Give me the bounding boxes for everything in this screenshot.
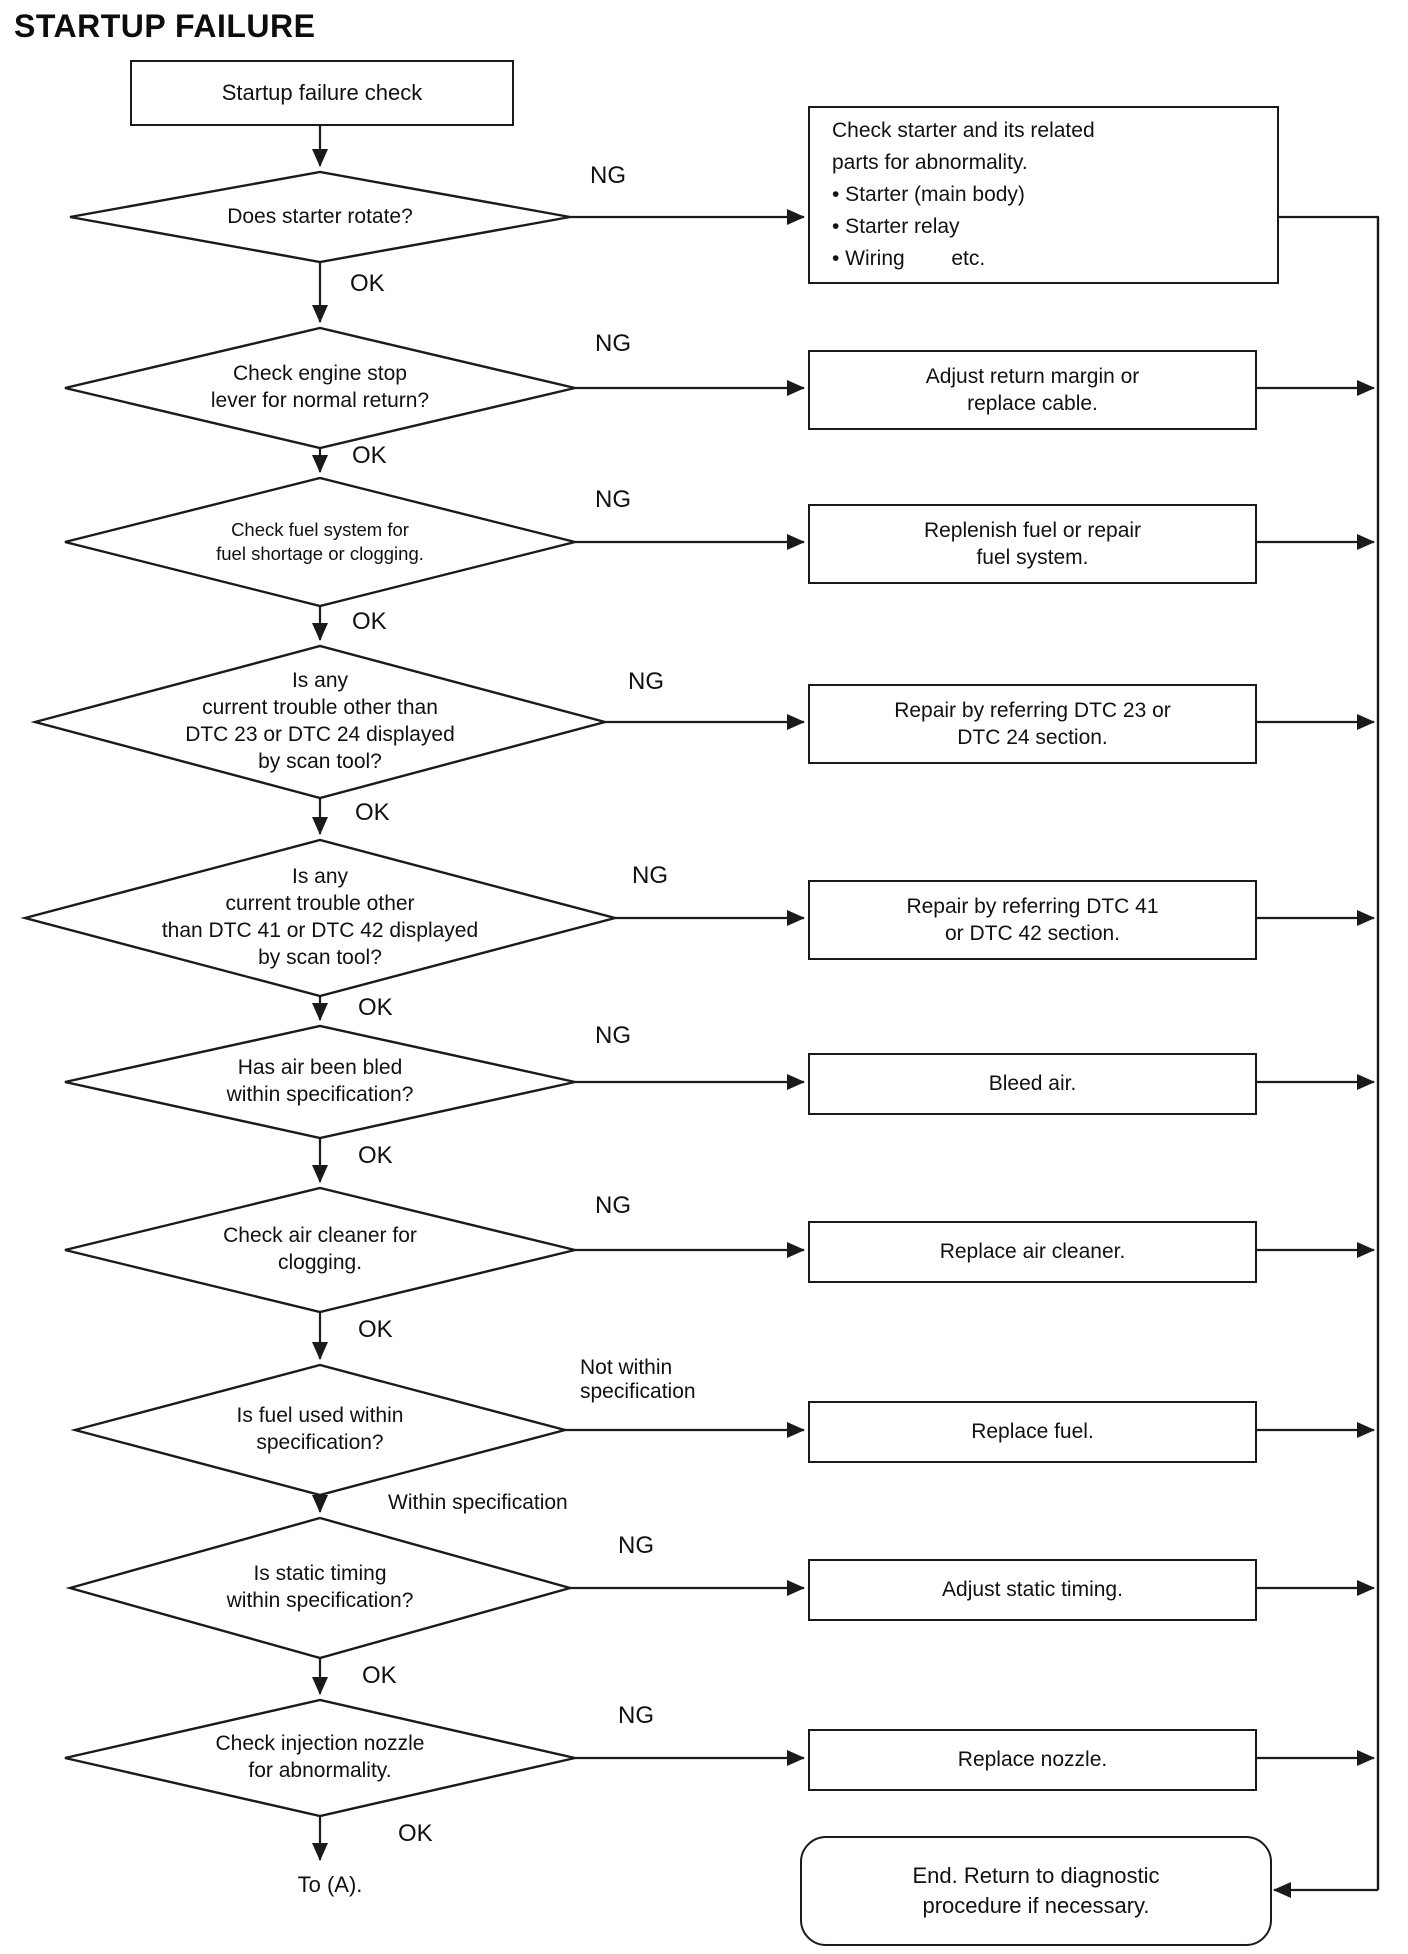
end-node-label: End. Return to diagnostic procedure if n… xyxy=(912,1863,1160,1918)
edge-label-pass-9: OK xyxy=(362,1662,397,1689)
decision-shape-1 xyxy=(69,170,571,264)
decision-shape-8 xyxy=(70,1363,570,1497)
decision-shape-4 xyxy=(30,644,610,800)
decision-shape-3 xyxy=(64,476,576,608)
decision-shape-10 xyxy=(64,1698,576,1818)
end-node: End. Return to diagnostic procedure if n… xyxy=(800,1836,1272,1946)
page-title: STARTUP FAILURE xyxy=(14,8,316,44)
edge-label-pass-5: OK xyxy=(358,994,393,1021)
edge-label-pass-4: OK xyxy=(355,799,390,826)
start-node: Startup failure check xyxy=(130,60,514,126)
edge-label-pass-7: OK xyxy=(358,1316,393,1343)
action-bleed-air: Bleed air. xyxy=(808,1053,1257,1115)
decision-shape-5 xyxy=(20,838,620,998)
decision-shape-9 xyxy=(65,1516,575,1660)
action-repair-dtc-23-24: Repair by referring DTC 23 or DTC 24 sec… xyxy=(808,684,1257,764)
edge-label-pass-1: OK xyxy=(350,270,385,297)
action-repair-dtc-41-42: Repair by referring DTC 41 or DTC 42 sec… xyxy=(808,880,1257,960)
decision-shape-2 xyxy=(64,326,576,450)
decision-shape-7 xyxy=(64,1186,576,1314)
action-replenish-fuel: Replenish fuel or repair fuel system. xyxy=(808,504,1257,584)
edge-label-fail-5: NG xyxy=(632,862,668,889)
edge-label-pass-6: OK xyxy=(358,1142,393,1169)
edge-label-pass-8: Within specification xyxy=(388,1491,568,1514)
edge-label-fail-1: NG xyxy=(590,162,626,189)
start-node-label: Startup failure check xyxy=(221,79,423,105)
action-replace-air-cleaner: Replace air cleaner. xyxy=(808,1221,1257,1283)
action-replace-nozzle: Replace nozzle. xyxy=(808,1729,1257,1791)
action-adjust-return-margin: Adjust return margin or replace cable. xyxy=(808,350,1257,430)
edge-label-fail-6: NG xyxy=(595,1022,631,1049)
decision-shape-6 xyxy=(64,1024,576,1140)
edge-label-fail-8: Not within specification xyxy=(580,1356,696,1404)
edge-label-fail-3: NG xyxy=(595,486,631,513)
to-a-label: To (A). xyxy=(297,1872,363,1897)
edge-label-pass-2: OK xyxy=(352,442,387,469)
action-adjust-static-timing: Adjust static timing. xyxy=(808,1559,1257,1621)
edge-label-fail-2: NG xyxy=(595,330,631,357)
action-replace-fuel: Replace fuel. xyxy=(808,1401,1257,1463)
edge-label-fail-9: NG xyxy=(618,1532,654,1559)
edge-label-fail-10: NG xyxy=(618,1702,654,1729)
edge-label-fail-4: NG xyxy=(628,668,664,695)
edge-label-pass-3: OK xyxy=(352,608,387,635)
action-check-starter: Check starter and its related parts for … xyxy=(808,106,1279,284)
edge-label-pass-10: OK xyxy=(398,1820,433,1847)
edge-label-fail-7: NG xyxy=(595,1192,631,1219)
